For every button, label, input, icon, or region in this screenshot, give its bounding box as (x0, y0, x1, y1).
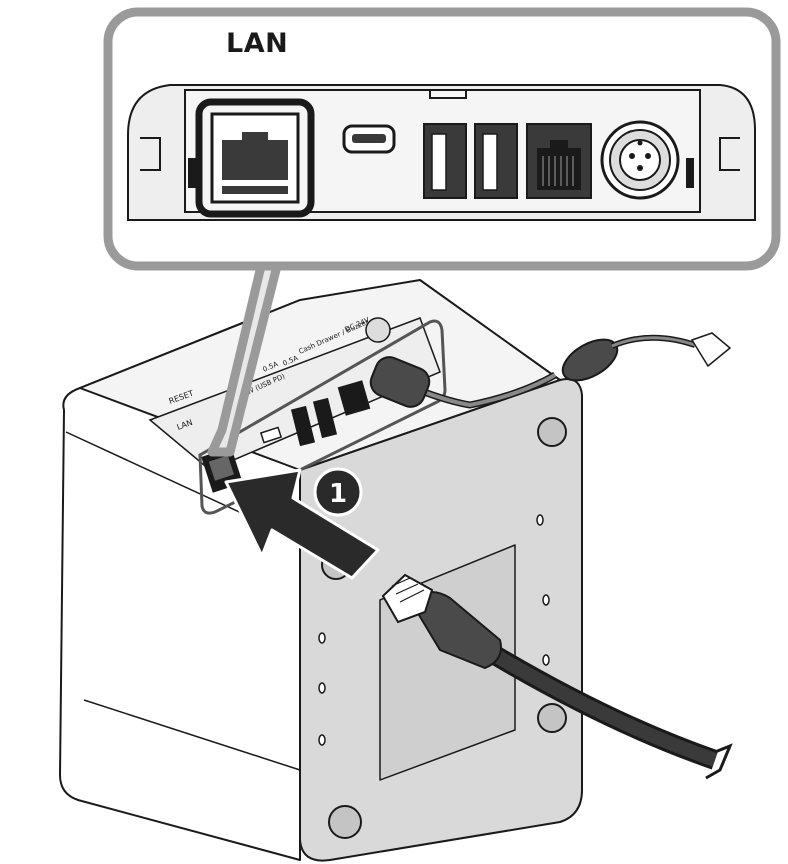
power-cable (369, 332, 732, 409)
lan-port-socket-icon (222, 132, 288, 180)
power-plug (369, 356, 431, 408)
arrow-shape (224, 468, 380, 580)
callout-box (103, 7, 781, 271)
printer-cash-drawer-port (337, 380, 371, 416)
printer-usb-c-port (259, 426, 283, 444)
bumper-bottom-left (328, 805, 362, 839)
screws (318, 514, 550, 746)
step-badge: 1 (313, 467, 363, 517)
printer-lower-seam (83, 699, 301, 771)
printer-dc-port (365, 317, 391, 343)
lan-cable (381, 573, 733, 780)
callout-title: LAN (226, 28, 289, 59)
insertion-arrow (224, 468, 380, 580)
power-cable-end (690, 332, 732, 368)
printer-usb-a-port-2 (312, 397, 338, 439)
zoom-lan-highlight (195, 98, 315, 218)
step-number: 1 (329, 479, 347, 509)
bumper-bottom-right (537, 703, 567, 733)
bumper-top-right (537, 417, 567, 447)
printer-usb-a-port-1 (290, 405, 316, 447)
